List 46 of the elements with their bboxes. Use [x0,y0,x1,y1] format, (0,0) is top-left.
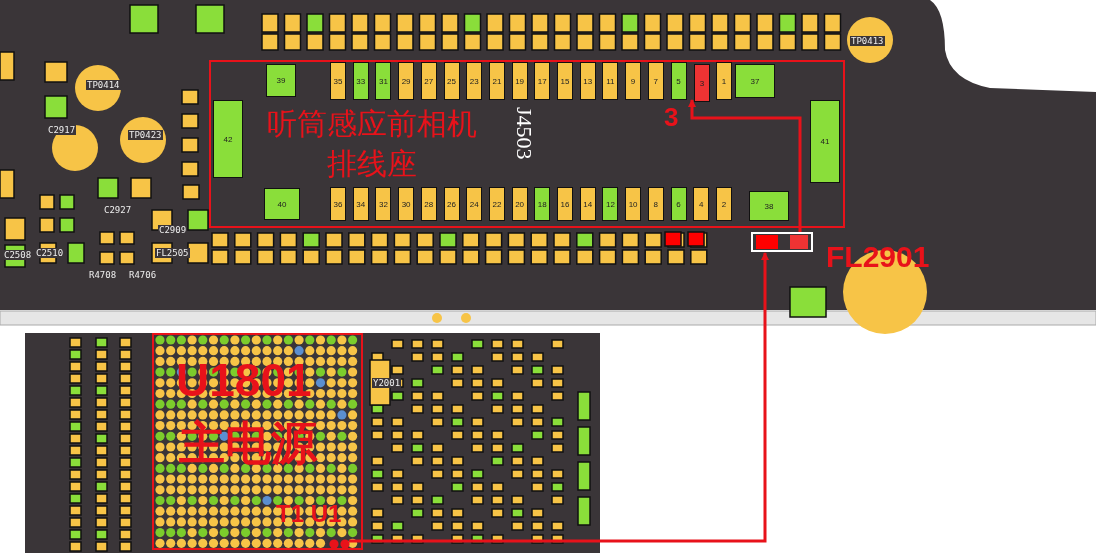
arrow [349,252,769,543]
component-label: TP0423 [128,130,163,140]
connector-pin: 39 [266,64,296,97]
connector-pin: 29 [398,62,415,100]
connector-pin: 10 [625,187,642,221]
connector-pin: 16 [557,187,573,221]
part-label: U1801 [176,357,312,403]
component-label: R4708 [88,270,118,280]
connector-pin: 18 [534,187,551,221]
component-label: C2510 [35,248,65,258]
filter-component [751,232,813,252]
component-label: C2927 [103,205,133,215]
part-title: 听筒感应前相机排线座 [266,106,478,182]
connector-pin: 42 [213,100,243,178]
connector-pin: 31 [375,62,392,100]
component-label: FL2505 [155,248,190,258]
connector-pin: 24 [466,187,483,221]
component-label: C2909 [158,225,188,235]
connector-pin: 40 [264,188,300,220]
connector-pin: 12 [602,187,619,221]
connector-pin: 9 [625,62,642,100]
component-label: C2917 [47,125,77,135]
connector-pin: 38 [749,191,789,221]
connector-pin: 32 [375,187,392,221]
connector-pin: 41 [810,100,840,183]
connector-pin: 15 [557,62,573,100]
connector-pin: 37 [735,64,775,98]
component-label: TP0413 [850,36,885,46]
part-label: 3 [664,104,679,130]
connector-pin: 30 [398,187,415,221]
connector-pin: 36 [330,187,346,221]
part-title: 主电源 [179,419,317,469]
component-label: C2508 [3,250,33,260]
component-label: R4706 [128,270,158,280]
connector-pin: 11 [602,62,619,100]
solder-ball [329,539,351,549]
connector-pin: 17 [534,62,551,100]
reference-designator: J4503 [511,107,537,160]
connector-pin: 3 [694,64,710,102]
connector-pin: 35 [330,62,346,100]
component-label: Y2001 [372,378,402,388]
connector-outline [209,60,845,228]
connector-pin: 23 [466,62,483,100]
connector-pin: 4 [693,187,710,221]
component-label: TP0414 [86,80,121,90]
arrow [688,99,802,232]
